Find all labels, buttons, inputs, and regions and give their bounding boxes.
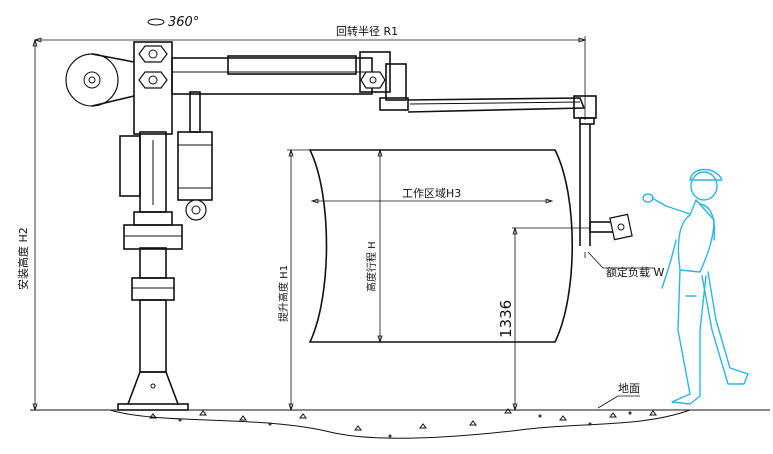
nut-icon <box>360 71 386 89</box>
ground-label: 地面 <box>618 382 640 395</box>
column <box>117 131 189 411</box>
rated-load-label: 额定负载 W <box>606 265 664 279</box>
work-area-label: 工作区域H3 <box>402 187 461 200</box>
ground <box>30 408 770 439</box>
lift-cylinder <box>177 91 213 221</box>
dimension-lines <box>32 18 655 412</box>
arm <box>171 51 597 125</box>
lift-height-label: 提升高度 H1 <box>277 265 290 322</box>
radius-label: 回转半径 R1 <box>336 24 398 38</box>
operator-figure <box>642 168 749 405</box>
tool-shaft <box>579 124 633 258</box>
install-height-label: 安装高度 H2 <box>16 227 30 290</box>
work-area <box>308 149 573 343</box>
nut-icon <box>138 45 168 63</box>
rotation-label: 360° <box>168 15 199 30</box>
nut-icon <box>138 71 168 89</box>
labels: 360° 回转半径 R1 安装高度 H2 工作区域H3 提升高度 H1 高度行程… <box>16 15 664 395</box>
slewing-head <box>65 41 173 135</box>
dimension-value: 1336 <box>497 300 515 338</box>
stroke-height-label: 高度行程 H <box>365 241 378 292</box>
